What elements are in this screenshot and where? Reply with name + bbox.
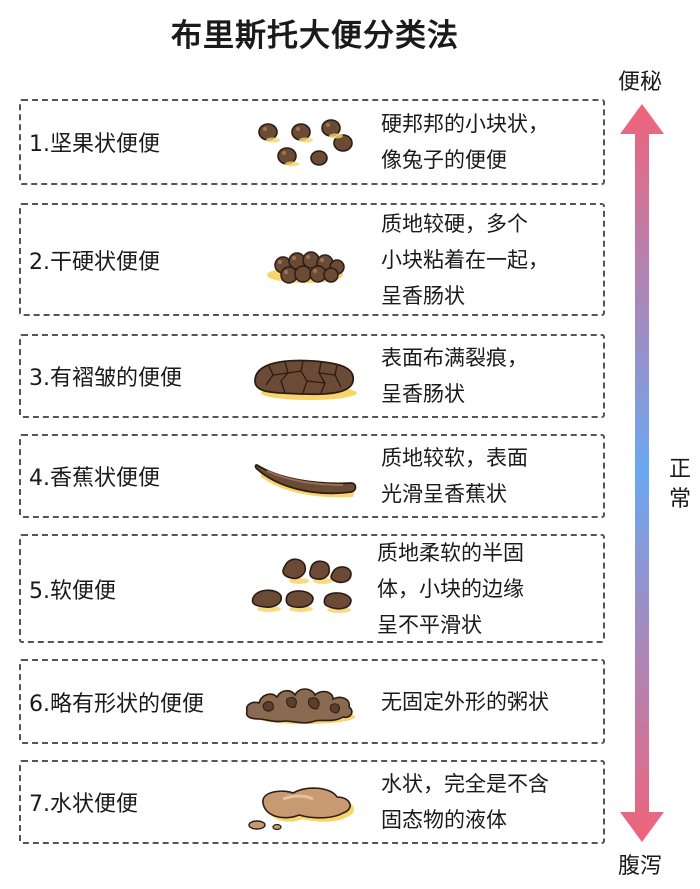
double-headed-arrow-icon [620, 104, 664, 842]
description-line: 光滑呈香蕉状 [381, 482, 507, 506]
stool-type-label: 7.水状便便 [29, 792, 138, 817]
description-line: 呈不平滑状 [377, 612, 482, 637]
constipation-label: 便秘 [618, 70, 663, 95]
stool-type-row-1: 1.坚果状便便 硬邦邦的小块状， 像兔子的便便 [19, 99, 605, 185]
description-line: 像兔子的便便 [381, 148, 507, 172]
page-title: 布里斯托大便分类法 [171, 18, 459, 54]
stool-type-row-5: 5.软便便 质地柔软的半固 体，小块的边缘 呈不平滑状 [19, 534, 605, 643]
description-line: 水状，完全是不含 [381, 772, 549, 796]
stool-type-description: 无固定外形的粥状 [381, 684, 549, 720]
description-line: 体，小块的边缘 [377, 576, 524, 601]
stool-type-description: 硬邦邦的小块状， 像兔子的便便 [381, 106, 549, 178]
stool-type-row-3: 3.有褶皱的便便 表面布满裂痕， 呈香肠状 [19, 334, 605, 418]
stool-type-description: 质地较硬，多个 小块粘着在一起， 呈香肠状 [381, 206, 549, 314]
stool-type-description: 质地较软，表面 光滑呈香蕉状 [381, 440, 528, 512]
normal-label: 正常 [668, 457, 691, 512]
stool-type-row-2: 2.干硬状便便 质地较硬，多个 小块粘着在一起， 呈香肠状 [19, 203, 605, 316]
stool-type-description: 水状，完全是不含 固态物的液体 [381, 766, 549, 838]
description-line: 质地较硬，多个 [381, 211, 528, 236]
stool-type-row-4: 4.香蕉状便便 质地较软，表面 光滑呈香蕉状 [19, 434, 605, 518]
watery-stool-icon [233, 767, 358, 837]
diarrhea-label: 腹泻 [618, 854, 663, 879]
soft-blobs-stool-icon [233, 554, 358, 624]
stool-type-description: 表面布满裂痕， 呈香肠状 [381, 340, 528, 412]
stool-type-label: 3.有褶皱的便便 [29, 366, 182, 391]
stool-type-label: 6.略有形状的便便 [29, 691, 204, 717]
stool-type-label: 1.坚果状便便 [29, 132, 160, 157]
stool-type-row-6: 6.略有形状的便便 无固定外形的粥状 [19, 659, 605, 744]
nut-shaped-stool-icon [233, 107, 358, 177]
stool-type-label: 2.干硬状便便 [29, 249, 160, 275]
stool-type-label: 4.香蕉状便便 [29, 466, 160, 491]
description-line: 硬邦邦的小块状， [381, 112, 549, 136]
description-line: 质地较软，表面 [381, 446, 528, 470]
description-line: 小块粘着在一起， [381, 247, 549, 272]
stool-type-label: 5.软便便 [29, 578, 116, 604]
description-line: 固态物的液体 [381, 808, 507, 832]
description-line: 质地柔软的半固 [377, 540, 524, 565]
mushy-stool-icon [233, 667, 358, 737]
banana-stool-icon [233, 441, 358, 511]
dry-hard-stool-icon [233, 225, 358, 295]
description-line: 表面布满裂痕， [381, 346, 528, 370]
description-line: 呈香肠状 [381, 382, 465, 406]
description-line: 呈香肠状 [381, 283, 465, 308]
description-line: 无固定外形的粥状 [381, 689, 549, 714]
stool-type-row-7: 7.水状便便 水状，完全是不含 固态物的液体 [19, 760, 605, 844]
cracked-stool-icon [233, 341, 358, 411]
stool-type-description: 质地柔软的半固 体，小块的边缘 呈不平滑状 [377, 535, 524, 643]
